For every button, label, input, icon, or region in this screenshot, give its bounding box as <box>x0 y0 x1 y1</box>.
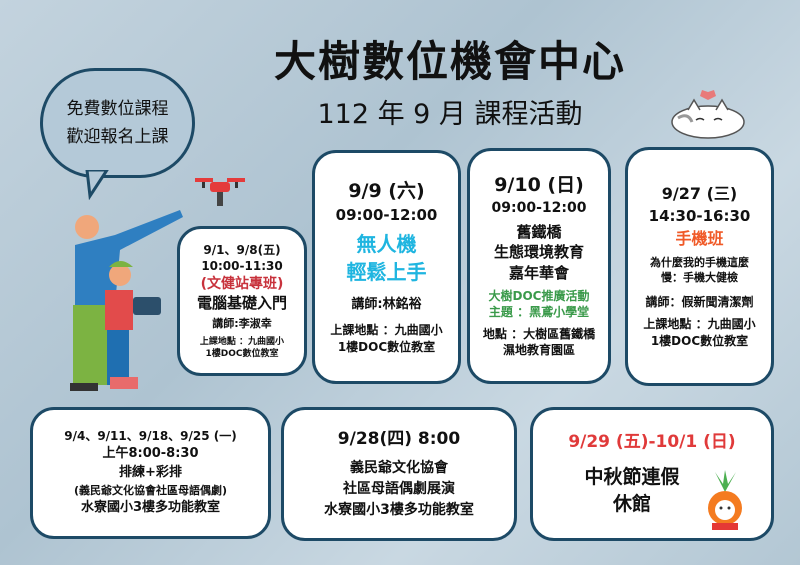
card-promo: 大樹DOC推廣活動 <box>488 288 590 303</box>
card-location: 1樓DOC數位教室 <box>337 339 436 354</box>
card-date: 9/28(四) 8:00 <box>337 428 461 449</box>
card-teacher: 講師:李淑幸 <box>212 316 272 330</box>
card-date: 9/9 (六) <box>348 180 425 203</box>
card-location: 上課地點 ：九曲國小 <box>330 323 443 338</box>
drone-icon <box>195 178 245 206</box>
card-time: 14:30-16:30 <box>648 206 751 225</box>
card-title: 生態環境教育 <box>493 243 584 262</box>
card-location: 地點 ：大樹區舊鐵橋 <box>482 327 596 342</box>
card-time: 09:00-12:00 <box>335 205 438 224</box>
card-drone: 9/9 (六) 09:00-12:00 無人機 輕鬆上手 講師:林銘裕 上課地點… <box>312 150 461 384</box>
card-org: (義民爺文化協會社區母語偶劇) <box>73 484 228 498</box>
card-rehearsal: 9/4、9/11、9/18、9/25 (一) 上午8:00-8:30 排練+彩排… <box>30 407 271 539</box>
bubble-line: 歡迎報名上課 <box>66 127 169 147</box>
card-phone-class: 9/27 (三) 14:30-16:30 手機班 為什麼我的手機這麼 慢：手機大… <box>625 147 774 386</box>
card-time: 10:00-11:30 <box>201 259 283 274</box>
card-location: 1樓DOC數位教室 <box>650 334 749 349</box>
card-tag: (文健站專班) <box>200 275 284 292</box>
card-date: 9/27 (三) <box>661 184 738 204</box>
card-date: 9/4、9/11、9/18、9/25 (一) <box>64 429 237 444</box>
people-illustration <box>70 210 183 391</box>
cat-illustration <box>671 90 745 139</box>
card-desc: 慢：手機大健檢 <box>661 271 738 285</box>
page-title: 大樹數位機會中心 <box>273 37 626 86</box>
card-location: 水寮國小3樓多功能教室 <box>80 500 221 516</box>
card-title: 輕鬆上手 <box>346 259 427 284</box>
card-title: 舊鐵橋 <box>516 223 562 242</box>
card-location: 1樓DOC數位教室 <box>205 348 279 359</box>
card-desc: 為什麼我的手機這麼 <box>650 255 749 269</box>
card-time: 上午8:00-8:30 <box>102 446 199 462</box>
card-title: 手機班 <box>675 229 724 249</box>
bubble-line: 免費數位課程 <box>66 99 169 119</box>
card-time: 09:00-12:00 <box>491 200 587 217</box>
card-date: 9/29 (五)-10/1 (日) <box>568 431 736 452</box>
card-title: 無人機 <box>356 231 417 256</box>
card-promo: 主題 ：黑鳶小學堂 <box>488 304 590 319</box>
card-title: 嘉年華會 <box>508 263 569 282</box>
card-performance: 9/28(四) 8:00 義民爺文化協會 社區母語偶劇展演 水寮國小3樓多功能教… <box>281 407 517 541</box>
card-date: 9/10 (日) <box>494 174 584 197</box>
card-title: 電腦基礎入門 <box>196 294 287 313</box>
pineapple-mascot-icon <box>708 470 742 530</box>
card-line: 社區母語偶劇展演 <box>343 481 455 498</box>
bubble-tail-icon <box>85 170 109 200</box>
card-location: 濕地教育園區 <box>502 343 575 358</box>
card-line: 休館 <box>612 492 651 515</box>
card-line: 義民爺文化協會 <box>350 460 448 477</box>
card-location: 上課地點 ：九曲國小 <box>199 336 285 347</box>
page-subtitle: 112 年 9 月 課程活動 <box>317 99 583 130</box>
card-computer-basics: 9/1、9/8(五) 10:00-11:30 (文健站專班) 電腦基礎入門 講師… <box>177 226 307 376</box>
card-line: 水寮國小3樓多功能教室 <box>324 502 474 519</box>
card-teacher: 講師:林銘裕 <box>351 296 422 312</box>
card-title: 排練+彩排 <box>119 465 182 481</box>
card-date: 9/1、9/8(五) <box>203 243 281 258</box>
card-railway-bridge: 9/10 (日) 09:00-12:00 舊鐵橋 生態環境教育 嘉年華會 大樹D… <box>467 148 611 384</box>
card-line: 中秋節連假 <box>584 466 680 489</box>
card-teacher: 講師：假新聞清潔劑 <box>645 295 754 310</box>
card-location: 上課地點 ：九曲國小 <box>643 316 756 331</box>
speech-bubble: 免費數位課程 歡迎報名上課 <box>40 68 195 178</box>
